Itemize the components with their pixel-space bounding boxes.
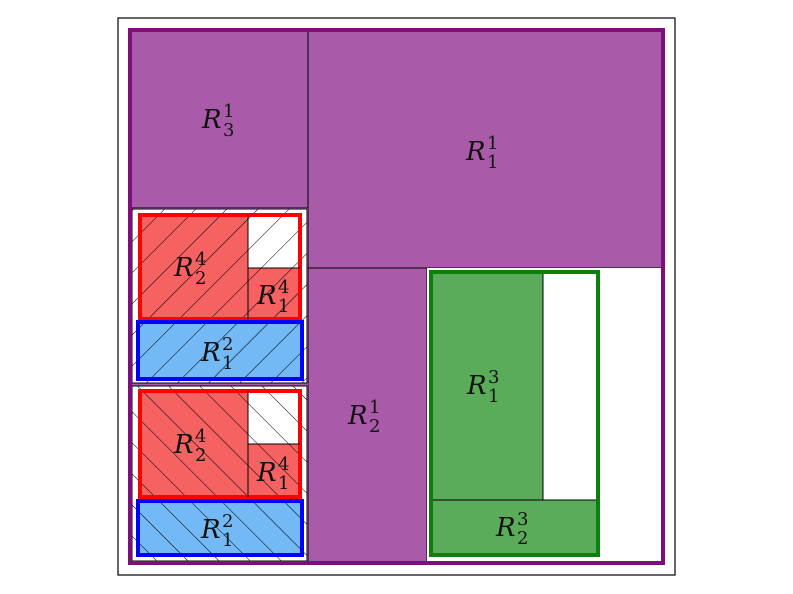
svg-text:3: 3 (517, 509, 528, 530)
region-r2-4-bot-hatch (140, 391, 248, 497)
purple-border (128, 28, 665, 565)
label-r1-1: R 1 1 (465, 133, 498, 173)
svg-text:2: 2 (222, 334, 233, 355)
svg-text:R: R (347, 401, 368, 431)
region-white-gap (542, 271, 599, 501)
region-r1-4-top-hatch (248, 268, 300, 319)
region-r1-4-bot-hatch (248, 444, 300, 497)
svg-text:2: 2 (517, 528, 528, 549)
label-r3-1: R 1 3 (201, 101, 234, 141)
svg-text:4: 4 (278, 454, 289, 475)
svg-text:3: 3 (488, 367, 499, 388)
blue-box-top (136, 320, 304, 381)
svg-text:1: 1 (278, 473, 289, 494)
blue-box-bottom (136, 499, 304, 557)
label-r1-4-bot: R 4 1 (256, 454, 289, 494)
label-r1-2-bot: R 2 1 (200, 511, 233, 551)
region-r1-2-top-hatch (138, 322, 302, 379)
svg-text:R: R (466, 371, 487, 401)
svg-text:4: 4 (195, 249, 206, 270)
svg-text:R: R (495, 513, 516, 543)
svg-text:4: 4 (195, 426, 206, 447)
region-r1-1 (307, 29, 664, 269)
svg-text:3: 3 (223, 120, 234, 141)
region-r2-3 (430, 499, 599, 556)
svg-text:R: R (256, 458, 277, 488)
svg-text:R: R (200, 338, 221, 368)
region-r2-1 (307, 267, 428, 564)
svg-text:R: R (173, 253, 194, 283)
green-box (429, 270, 600, 557)
svg-text:1: 1 (487, 133, 498, 154)
svg-text:4: 4 (278, 277, 289, 298)
svg-text:R: R (173, 430, 194, 460)
region-r1-3 (430, 271, 544, 501)
svg-text:2: 2 (195, 268, 206, 289)
svg-text:2: 2 (222, 511, 233, 532)
label-r1-3: R 3 1 (466, 367, 499, 407)
svg-text:1: 1 (223, 101, 234, 122)
region-r2-4-top-hatch (140, 215, 248, 319)
svg-text:1: 1 (222, 530, 233, 551)
label-r1-2-top: R 2 1 (200, 334, 233, 374)
label-r2-4-bot: R 4 2 (173, 426, 206, 466)
svg-text:R: R (200, 515, 221, 545)
svg-text:R: R (256, 281, 277, 311)
label-r2-1: R 1 2 (347, 397, 380, 437)
svg-text:2: 2 (369, 416, 380, 437)
svg-text:1: 1 (369, 397, 380, 418)
svg-text:1: 1 (488, 386, 499, 407)
svg-text:1: 1 (487, 152, 498, 173)
svg-text:R: R (465, 137, 486, 167)
label-r2-3: R 3 2 (495, 509, 528, 549)
svg-text:1: 1 (278, 296, 289, 317)
svg-text:R: R (201, 105, 222, 135)
red-box-top (138, 213, 302, 321)
svg-text:2: 2 (195, 445, 206, 466)
svg-text:1: 1 (222, 353, 233, 374)
region-r1-2-bot-hatch (138, 501, 302, 555)
label-r2-4-top: R 4 2 (173, 249, 206, 289)
label-r1-4-top: R 4 1 (256, 277, 289, 317)
